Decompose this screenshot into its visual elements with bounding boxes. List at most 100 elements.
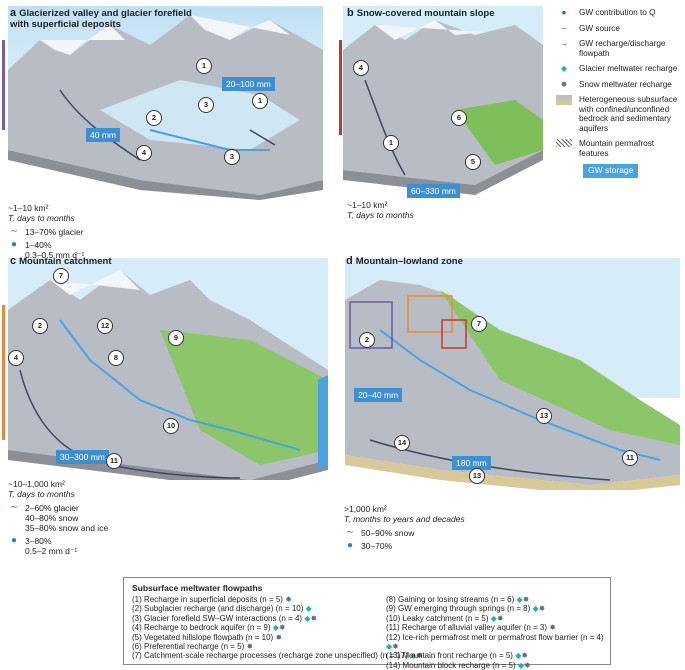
mark: ◆ — [306, 604, 312, 613]
flowpath-item: (12) Ice-rich permafrost melt or permafr… — [386, 632, 604, 652]
glacier-meltwater-icon: ◆ — [272, 623, 279, 633]
flowpath-marker: 11 — [622, 450, 638, 466]
glacier-meltwater-icon: ◆ — [304, 613, 311, 623]
legend-item: GW source — [579, 23, 620, 33]
mark: ✸ — [549, 623, 556, 632]
glacier-meltwater-icon: ◆ — [490, 613, 497, 623]
panel-d-stats: >1,000 km² T, months to years and decade… — [344, 504, 465, 551]
panel-b-callout-1: 60–330 mm — [407, 184, 460, 198]
flowpath-marker: 5 — [465, 154, 481, 170]
mark: ◆✸ — [304, 614, 317, 623]
flowpath-marker: 4 — [353, 60, 369, 76]
panel-d-callout-1: 20–40 mm — [354, 388, 403, 402]
mark: ◆✸ — [517, 595, 530, 604]
flowpath-marker: 13 — [469, 468, 485, 484]
subsurface-swatch-icon — [555, 95, 573, 105]
flowpath-marker: 2 — [32, 318, 48, 334]
legend-item: Glacier meltwater recharge — [579, 64, 678, 73]
mark: ◆✸ — [273, 623, 286, 632]
flowpath-marker: 8 — [108, 350, 124, 366]
glacier-meltwater-icon: ◆ — [515, 651, 522, 661]
mark: ◆✸ — [515, 651, 528, 660]
panel-d-letter: d — [346, 255, 353, 267]
flowpath-marker: 4 — [136, 145, 152, 161]
snow-meltwater-icon: ✸ — [496, 613, 504, 623]
snow-meltwater-icon: ✸ — [549, 623, 556, 633]
panel-b-illustration — [343, 6, 543, 195]
legend-item: Mountain permafrost features — [579, 139, 655, 158]
legend-item: GW contribution to Q — [579, 8, 656, 17]
flowpath-item: (1) Recharge in superficial deposits (n … — [132, 595, 292, 604]
mark: ✸ — [275, 633, 282, 642]
flowpath-marker: 3 — [198, 97, 214, 113]
flowpath-marker: 12 — [97, 318, 113, 334]
flowpath-item: (8) Gaining or losing streams (n = 6) ◆✸ — [386, 595, 530, 604]
snow-meltwater-icon: ✸ — [246, 642, 254, 652]
panel-c-illustration — [8, 258, 328, 480]
mark: ◆✸ — [533, 604, 546, 613]
flowpaths-key: Subsurface meltwater flowpaths (1) Recha… — [123, 577, 611, 670]
gw-storage-label: GW storage — [583, 164, 639, 178]
snow-meltwater-icon: ✸ — [275, 632, 283, 642]
panel-b-time: T, days to months — [347, 210, 414, 220]
flowpath-item: (9) GW emerging through springs (n = 8) … — [386, 604, 546, 614]
panel-d-time: T, months to years and decades — [344, 514, 465, 524]
panel-a-letter: a — [10, 7, 17, 19]
legend-item: Snow meltwater recharge — [579, 79, 672, 89]
panel-a-illustration — [8, 6, 323, 200]
gw-contribution-icon: ● — [346, 540, 354, 551]
glacier-meltwater-icon: ◆ — [516, 595, 523, 604]
glacier-meltwater-icon: ◆ — [517, 660, 525, 670]
glacier-meltwater-icon: ◆ — [386, 642, 393, 652]
flowpath-marker: 14 — [394, 435, 410, 451]
flowpaths-title: Subsurface meltwater flowpaths — [132, 583, 263, 593]
mark: ✸ — [285, 595, 292, 604]
panel-c-stats: ~10–1,000 km² T, days to months ∼2–60% g… — [8, 479, 109, 556]
panel-d-area: >1,000 km² — [344, 504, 387, 514]
legend-item: Heterogeneous subsurface with confined/u… — [579, 95, 678, 133]
flowpath-marker: 3 — [224, 149, 240, 165]
flowpath-marker: 2 — [359, 332, 375, 348]
panel-c-color-bar — [2, 305, 5, 440]
flowpath-item: (7) Catchment-scale recharge processes (… — [132, 651, 424, 661]
flowpath-marker: 7 — [471, 316, 487, 332]
panel-c-callout-1: 30–300 mm — [56, 450, 109, 464]
flowpath-marker: 4 — [8, 350, 24, 366]
panel-c-area: ~10–1,000 km² — [8, 479, 65, 489]
panel-a-callout-1: 20–100 mm — [222, 77, 275, 91]
flowpath-item: (14) Mountain block recharge (n = 5) ◆✸ — [386, 660, 531, 670]
gw-source-icon: ∼ — [9, 502, 19, 513]
flowpath-marker: 10 — [163, 418, 179, 434]
flowpath-item: (2) Subglacier recharge (and discharge) … — [132, 604, 312, 614]
flowpath-item: (11) Recharge of alluvial valley aquifer… — [386, 623, 556, 633]
snow-meltwater-icon: ✸ — [522, 595, 530, 604]
flowpath-marker: 13 — [536, 408, 552, 424]
panel-b-area: ~1–10 km² — [347, 200, 388, 210]
panel-d-callout-2: 180 mm — [452, 456, 491, 470]
flowpath-marker: 6 — [451, 110, 467, 126]
panel-b-color-bar — [339, 40, 342, 135]
panel-a-source: 13–70% glacier — [25, 227, 84, 237]
mark: ◆✸ — [518, 661, 531, 670]
flowpaths-left-column: (1) Recharge in superficial deposits (n … — [132, 595, 423, 661]
mark: ✸ — [247, 642, 254, 651]
mark: ◆✸ — [491, 614, 504, 623]
glacier-meltwater-icon: ◆ — [410, 651, 417, 661]
mark: ◆✸ — [410, 651, 423, 660]
flowpath-item: (6) Preferential recharge (n = 5) ✸ — [132, 642, 254, 652]
gw-source-icon: ∼ — [9, 226, 19, 237]
panel-c-letter: c — [10, 255, 17, 267]
snow-meltwater-icon: ✸ — [560, 79, 568, 89]
gw-contribution-icon: ● — [561, 8, 567, 17]
gw-contribution-icon: ● — [10, 535, 18, 546]
legend-item: GW recharge/discharge flowpath — [579, 39, 666, 58]
flowpath-item: (4) Recharge to bedrock aquifer (n = 9) … — [132, 623, 286, 633]
flowpath-marker: 7 — [53, 268, 69, 284]
glacier-meltwater-icon: ◆ — [560, 64, 568, 73]
